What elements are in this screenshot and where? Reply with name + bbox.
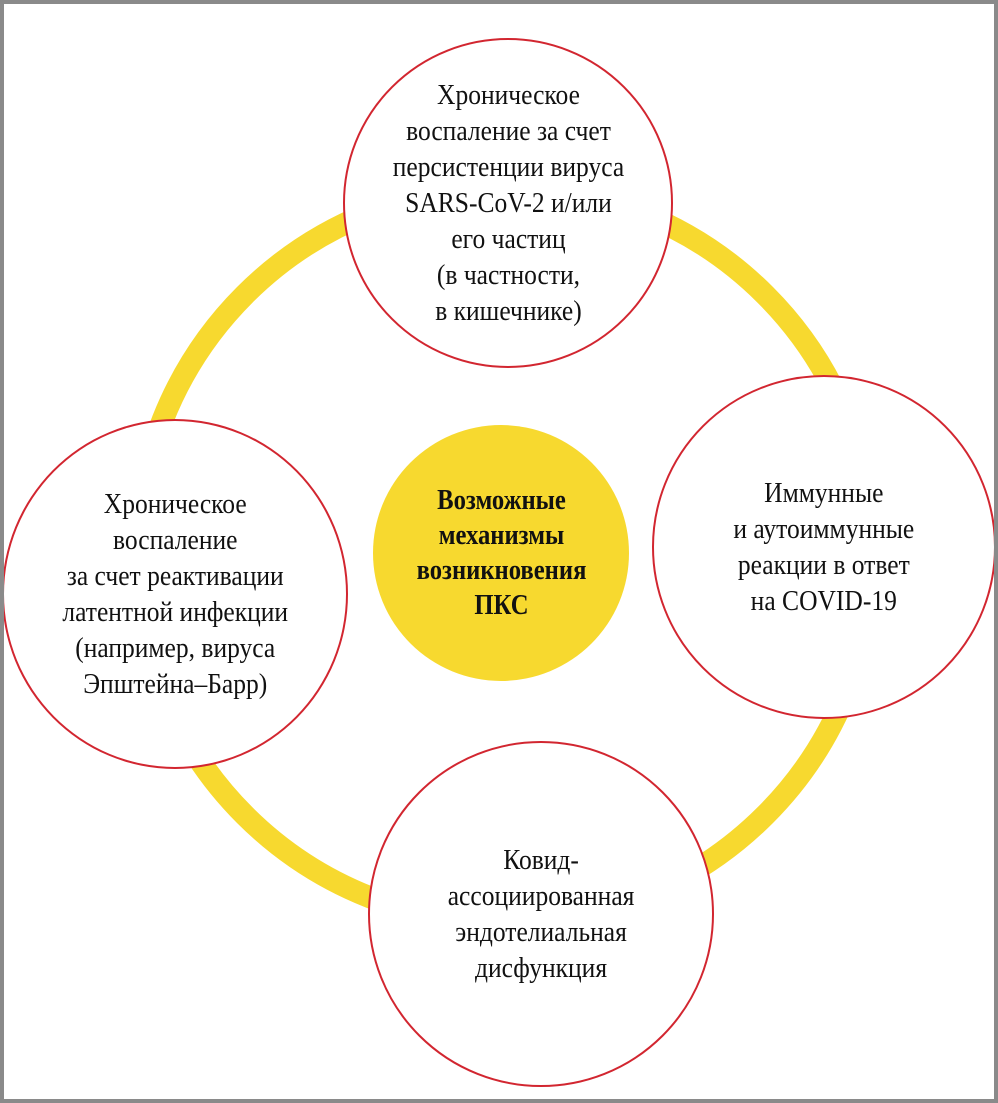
mechanism-right-text: Иммунные и аутоиммунные реакции в ответ … [733,477,915,617]
mechanism-top: Хроническое воспаление за счет персистен… [343,38,673,368]
mechanism-right: Иммунные и аутоиммунные реакции в ответ … [652,375,994,719]
mechanism-bottom-text: Ковид- ассоциированная эндотелиальная ди… [447,844,635,984]
mechanism-left-text: Хроническое воспаление за счет реактивац… [62,488,288,700]
center-title: Возможные механизмы возникновения ПКС [416,485,586,621]
mechanism-left: Хроническое воспаление за счет реактивац… [4,419,348,769]
center-circle: Возможные механизмы возникновения ПКС [373,425,629,681]
mechanism-bottom: Ковид- ассоциированная эндотелиальная ди… [368,741,714,1087]
mechanism-top-text: Хроническое воспаление за счет персистен… [392,79,624,327]
